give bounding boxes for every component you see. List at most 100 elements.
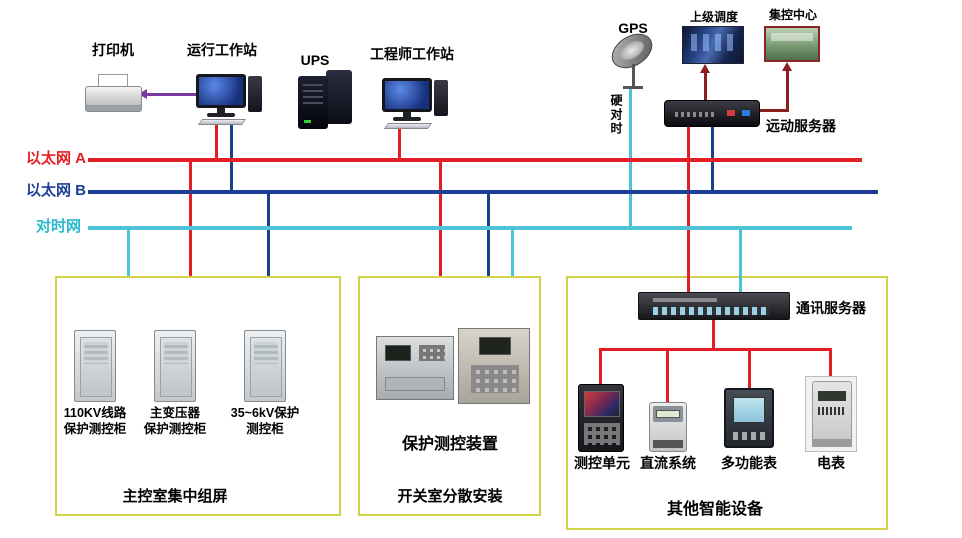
- energy-meter-image: [805, 376, 857, 452]
- ups-rear-unit: [326, 70, 352, 124]
- device-keypad: [584, 423, 620, 445]
- tree-drop-dc: [666, 348, 669, 404]
- tree-drop-multimeter: [748, 348, 751, 390]
- printer-link-arrowhead: [138, 89, 147, 99]
- meter-lcd: [656, 410, 680, 418]
- pc-tower: [434, 80, 448, 116]
- server-ethernet-a-comm-link: [687, 126, 690, 294]
- dispatch-uplink-arrowhead: [700, 64, 710, 73]
- tree-drop-energymeter: [829, 348, 832, 378]
- keyboard: [197, 119, 247, 125]
- device-keypad: [471, 365, 519, 393]
- operator-ws-ethernet-b-link: [230, 120, 233, 192]
- printer-link-line: [146, 93, 198, 96]
- left-panel-caption: 主控室集中组屏: [122, 488, 228, 505]
- mcu-label: 测控单元: [574, 455, 630, 471]
- middle-panel-caption: 开关室分散安装: [397, 488, 503, 505]
- device-terminal-strip: [385, 377, 445, 391]
- meter-terminals: [812, 439, 852, 447]
- ups-front-unit: [298, 76, 328, 129]
- gps-label: GPS: [618, 20, 648, 36]
- printer-body: [85, 86, 142, 112]
- monitor-neck: [403, 112, 411, 117]
- time-sync-label: 对时网: [36, 218, 82, 235]
- gps-antenna-image: [605, 26, 660, 92]
- device-keypad: [419, 345, 445, 361]
- control-center-image: [764, 26, 820, 62]
- protection-device-label: 保护测控装置: [401, 436, 498, 453]
- communication-server-label: 通讯服务器: [796, 300, 866, 316]
- gps-mast: [632, 64, 635, 87]
- operator-workstation-image: [196, 74, 262, 126]
- time-sync-middle-panel-drop: [511, 228, 514, 276]
- left-panel-box: [55, 276, 341, 516]
- cabinet-35-6kv-label: 35~6kV保护 测控柜: [230, 406, 300, 436]
- telecontrol-server-image: [664, 100, 760, 127]
- ethernet-a-left-panel-drop: [189, 160, 192, 276]
- superior-dispatch-label: 上级调度: [689, 10, 738, 24]
- server-dispatch-uplink: [704, 72, 707, 110]
- protection-device-2-image: [458, 328, 530, 404]
- printer-label: 打印机: [92, 42, 134, 58]
- measurement-control-unit-image: [578, 384, 624, 452]
- meter-lcd: [733, 397, 765, 423]
- ups-image: [298, 70, 354, 130]
- hard-time-sync-label: 硬对时: [609, 94, 623, 136]
- monitor-frame: [196, 74, 246, 108]
- control-center-label: 集控中心: [768, 8, 817, 22]
- monitor-base: [393, 117, 421, 121]
- multifunction-meter-image: [724, 388, 774, 448]
- monitor-screen: [385, 81, 429, 109]
- server-control-center-uplink-v: [786, 70, 789, 112]
- energy-meter-label: 电表: [817, 455, 845, 471]
- ethernet-b-middle-panel-drop: [487, 192, 490, 276]
- time-sync-left-panel-drop: [127, 228, 130, 276]
- engineer-workstation-image: [382, 78, 448, 130]
- ethernet-b-bus: [88, 190, 878, 194]
- meter-buttons: [733, 432, 765, 440]
- device-screen: [479, 337, 511, 355]
- dc-system-image: [649, 402, 687, 452]
- ethernet-a-middle-panel-drop: [439, 160, 442, 276]
- operator-workstation-label: 运行工作站: [187, 42, 257, 58]
- cabinet-110kv-label: 110KV线路 保护测控柜: [63, 406, 127, 436]
- telecontrol-server-label: 远动服务器: [766, 118, 836, 134]
- printer-image: [84, 74, 144, 114]
- tree-drop-mcu: [599, 348, 602, 386]
- meter-barcode: [818, 407, 846, 415]
- monitor-neck: [217, 108, 225, 113]
- cabinet-35-6kv-image: [244, 330, 286, 402]
- ethernet-a-bus: [88, 158, 862, 162]
- time-sync-bus: [88, 226, 852, 230]
- server-control-center-uplink-h: [756, 109, 789, 112]
- superior-dispatch-image: [682, 26, 744, 64]
- monitor-screen: [199, 77, 243, 105]
- engineer-ws-ethernet-a-link: [398, 128, 401, 160]
- right-panel-caption: 其他智能设备: [666, 501, 763, 518]
- meter-terminals: [653, 440, 683, 448]
- dc-system-label: 直流系统: [640, 455, 696, 471]
- ethernet-b-left-panel-drop: [267, 192, 270, 276]
- monitor-frame: [382, 78, 432, 112]
- meter-lcd: [818, 391, 846, 401]
- device-screen: [385, 345, 411, 361]
- right-panel-box: [566, 276, 888, 530]
- middle-panel-box: [358, 276, 541, 516]
- cabinet-transformer-image: [154, 330, 196, 402]
- device-screen: [584, 391, 620, 417]
- comm-server-tree-drop: [712, 320, 715, 350]
- cabinet-transformer-label: 主变压器 保护测控柜: [143, 406, 207, 436]
- multifunction-meter-label: 多功能表: [721, 455, 777, 471]
- monitor-base: [207, 113, 235, 117]
- time-sync-comm-server-link: [739, 226, 742, 294]
- keyboard: [383, 123, 433, 129]
- ethernet-a-label: 以太网 A: [26, 150, 87, 167]
- operator-ws-ethernet-a-link: [215, 120, 218, 160]
- communication-server-image: [638, 292, 790, 320]
- control-center-uplink-arrowhead: [782, 62, 792, 71]
- pc-tower: [248, 76, 262, 112]
- device-tree-bus: [599, 348, 832, 351]
- ethernet-b-label: 以太网 B: [26, 182, 87, 199]
- ups-label: UPS: [300, 52, 330, 68]
- protection-device-1-image: [376, 336, 454, 400]
